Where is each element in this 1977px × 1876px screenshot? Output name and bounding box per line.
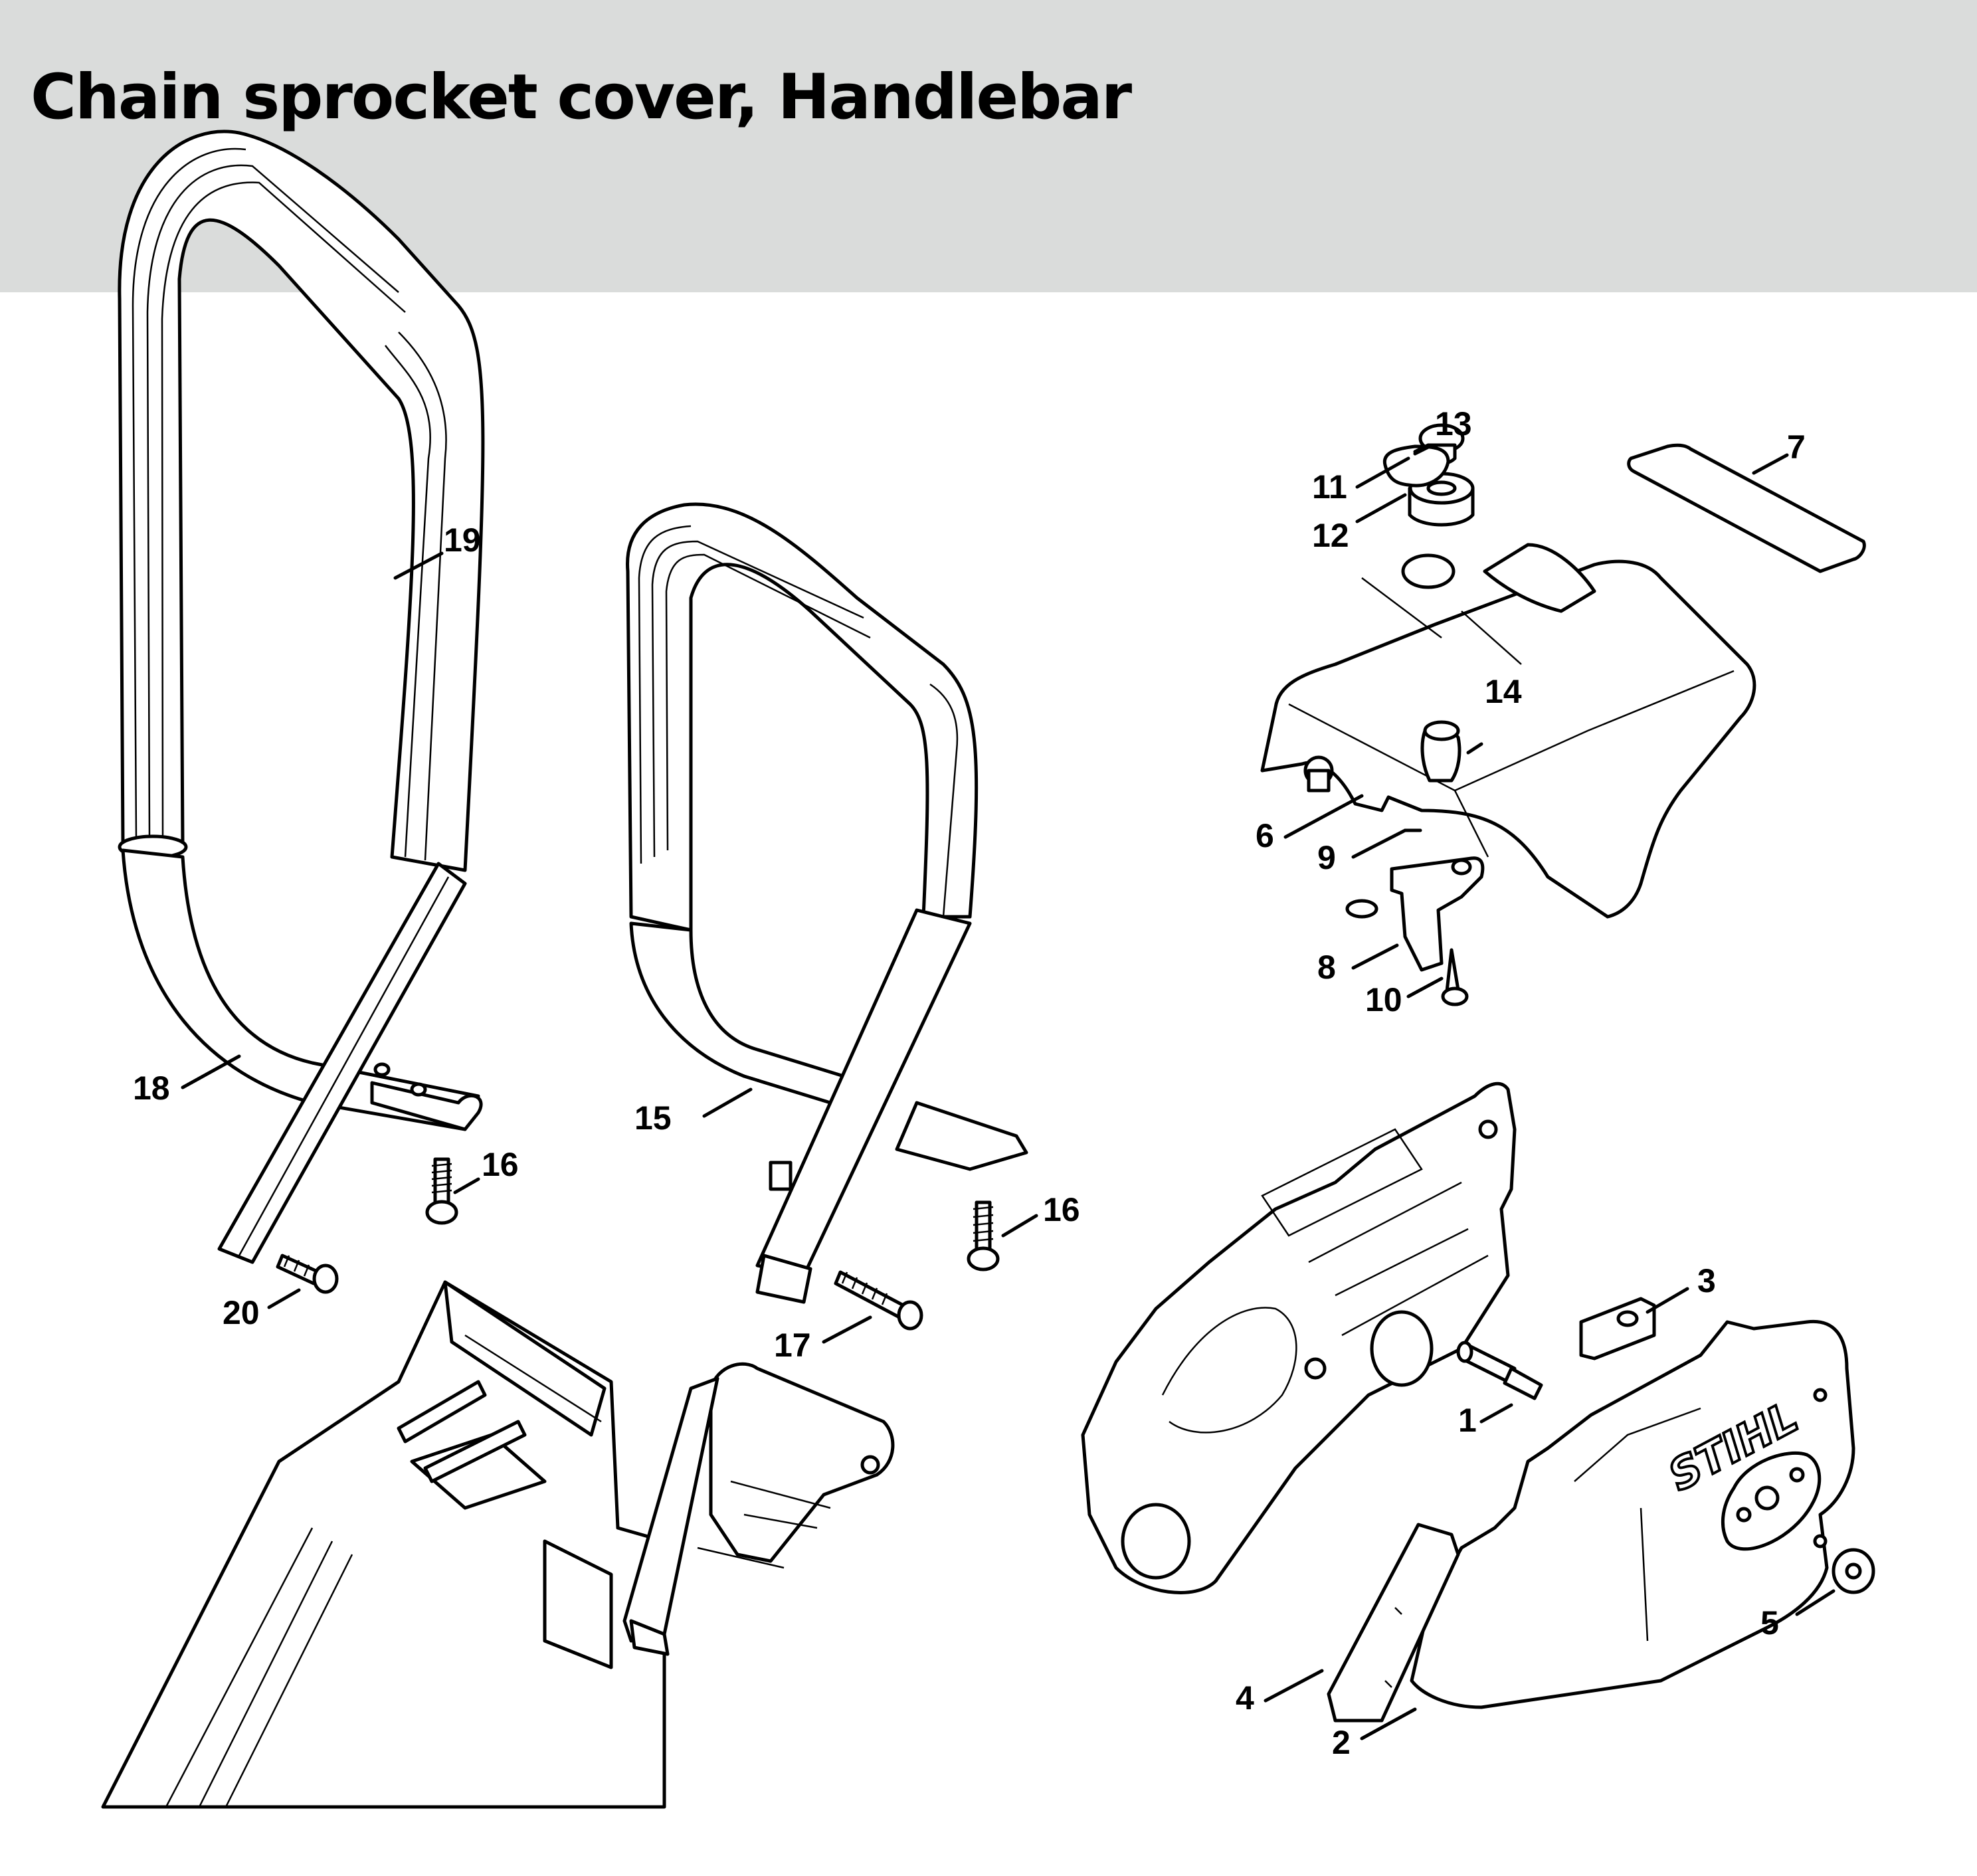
callout-label: 2 — [1332, 1724, 1351, 1761]
callout-16-right: 16 — [1001, 1191, 1080, 1238]
tensioner-3 — [1579, 1297, 1656, 1360]
plug-13 — [1382, 444, 1450, 488]
callout-label: 7 — [1787, 428, 1806, 466]
page-title: Chain sprocket cover, Handlebar — [31, 61, 1132, 134]
cover-insert-4 — [1327, 1523, 1460, 1723]
callout-label: 10 — [1365, 981, 1402, 1018]
callout-8: 8 — [1317, 943, 1399, 986]
callout-7: 7 — [1752, 428, 1806, 475]
callout-label: 8 — [1317, 949, 1336, 986]
callout-11: 11 — [1312, 456, 1410, 506]
nut-5 — [1832, 1548, 1875, 1594]
screw-10 — [1441, 948, 1469, 1006]
callout-label: 1 — [1458, 1402, 1477, 1439]
buffer-14 — [1420, 720, 1461, 783]
callout-4: 4 — [1236, 1669, 1324, 1717]
crankcase-rear-handle — [101, 1280, 895, 1809]
handlebar-15 — [626, 502, 1028, 1304]
callout-20: 20 — [223, 1288, 301, 1331]
callout-label: 15 — [634, 1099, 672, 1137]
callout-3: 3 — [1646, 1262, 1716, 1314]
callout-label: 6 — [1256, 817, 1274, 854]
callout-14: 14 — [1466, 673, 1522, 755]
callout-label: 11 — [1312, 468, 1347, 506]
top-cover-6 — [1260, 543, 1756, 919]
ring-9 — [1345, 899, 1378, 919]
bracket-8 — [1390, 856, 1485, 972]
callout-label: 16 — [482, 1146, 519, 1183]
callout-6: 6 — [1256, 794, 1364, 854]
callout-2: 2 — [1332, 1707, 1417, 1761]
callout-label: 19 — [444, 521, 481, 559]
sprocket-cover-2: STIHL — [1410, 1319, 1855, 1709]
callout-label: 12 — [1312, 517, 1349, 554]
callout-17: 17 — [774, 1315, 872, 1364]
callout-label: 9 — [1317, 839, 1336, 876]
callout-12: 12 — [1312, 493, 1407, 554]
callout-16-left: 16 — [453, 1146, 519, 1194]
handlebar-18-19 — [118, 130, 485, 1264]
decal-7 — [1627, 443, 1866, 573]
screw-16-right — [967, 1200, 1000, 1271]
screw-20 — [276, 1254, 339, 1294]
screw-16-left — [425, 1157, 458, 1225]
callout-label: 3 — [1697, 1262, 1716, 1299]
callout-5: 5 — [1760, 1589, 1836, 1642]
callout-label: 13 — [1435, 405, 1472, 442]
callout-10: 10 — [1365, 977, 1444, 1018]
callout-label: 17 — [774, 1327, 811, 1364]
callout-label: 20 — [223, 1294, 260, 1331]
crankcase-right — [1081, 1081, 1517, 1594]
callout-19: 19 — [393, 521, 481, 580]
callout-label: 14 — [1485, 673, 1522, 710]
callout-13: 13 — [1413, 405, 1472, 456]
callout-label: 16 — [1043, 1191, 1080, 1228]
callout-label: 18 — [133, 1070, 170, 1107]
callout-label: 5 — [1760, 1604, 1779, 1642]
callout-18: 18 — [133, 1054, 241, 1107]
callout-15: 15 — [634, 1087, 753, 1137]
callout-9: 9 — [1317, 828, 1422, 876]
stud-1 — [1456, 1341, 1543, 1400]
callout-label: 4 — [1236, 1679, 1254, 1717]
screw-17 — [834, 1270, 923, 1331]
callout-1: 1 — [1458, 1402, 1513, 1439]
